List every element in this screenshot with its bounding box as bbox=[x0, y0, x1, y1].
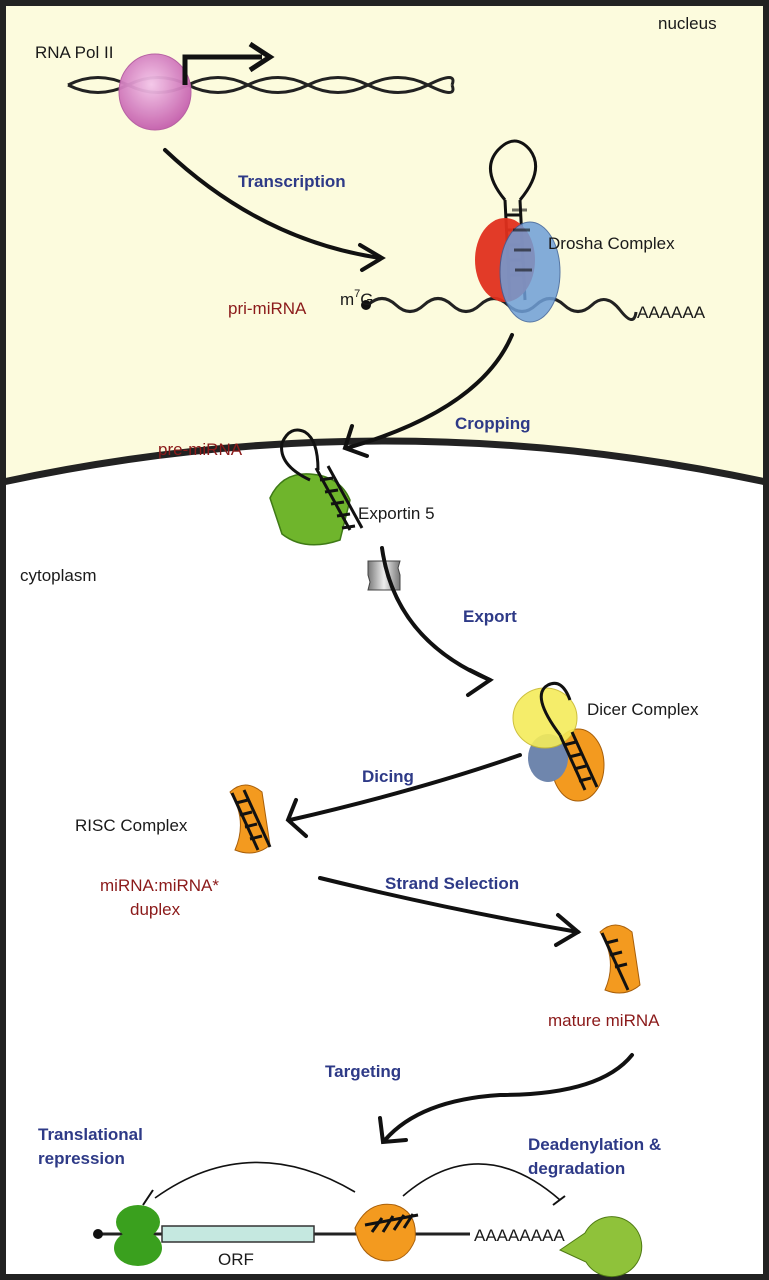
polya-tail-1: AAAAAA bbox=[637, 303, 706, 322]
dicer-label: Dicer Complex bbox=[587, 700, 699, 719]
cytoplasm-label: cytoplasm bbox=[20, 566, 97, 585]
cropping-arrow bbox=[342, 333, 514, 458]
repression-inhibition-arc bbox=[154, 1161, 356, 1199]
cap-dot-icon bbox=[361, 300, 371, 310]
step-export: Export bbox=[463, 607, 517, 626]
nuclear-envelope bbox=[2, 437, 767, 486]
transcription-arrow bbox=[163, 148, 386, 272]
rna-pol-ii-icon bbox=[118, 53, 192, 131]
step-deadenylation-line1: Deadenylation & bbox=[528, 1135, 661, 1154]
exonuclease-pacman-icon bbox=[558, 1216, 643, 1278]
transcription-start-arrow-icon bbox=[182, 54, 262, 85]
mature-mirna-label: mature miRNA bbox=[548, 1011, 660, 1030]
duplex-label-line1: miRNA:miRNA* bbox=[100, 876, 219, 895]
step-strand-selection: Strand Selection bbox=[385, 874, 519, 893]
ribosome-icon bbox=[114, 1205, 162, 1266]
orf-box bbox=[161, 1225, 315, 1243]
step-translational-line2: repression bbox=[38, 1149, 125, 1168]
pre-mirna-label: pre-miRNA bbox=[158, 440, 243, 459]
drosha-label: Drosha Complex bbox=[548, 234, 675, 253]
step-translational-line1: Translational bbox=[38, 1125, 143, 1144]
duplex-label-line2: duplex bbox=[130, 900, 181, 919]
export-arrow bbox=[380, 546, 494, 697]
risc-label: RISC Complex bbox=[75, 816, 188, 835]
polya-tail-2: AAAAAAAA bbox=[474, 1226, 565, 1245]
dicing-arrow bbox=[285, 753, 522, 838]
step-transcription: Transcription bbox=[238, 172, 346, 191]
nucleus-region bbox=[3, 3, 766, 482]
exportin-label: Exportin 5 bbox=[358, 504, 435, 523]
step-deadenylation-line2: degradation bbox=[528, 1159, 625, 1178]
step-cropping: Cropping bbox=[455, 414, 531, 433]
nucleus-label: nucleus bbox=[658, 14, 717, 33]
orf-label: ORF bbox=[218, 1250, 254, 1269]
degradation-arc bbox=[402, 1163, 561, 1201]
pri-mirna-label: pri-miRNA bbox=[228, 299, 307, 318]
m7g-label: m7G bbox=[340, 288, 374, 309]
rna-pol-label: RNA Pol II bbox=[35, 43, 113, 62]
step-dicing: Dicing bbox=[362, 767, 414, 786]
step-targeting: Targeting bbox=[325, 1062, 401, 1081]
targeting-arrow bbox=[378, 1053, 634, 1145]
drosha-blue-subunit-icon bbox=[499, 221, 561, 323]
strand-selection-arrow bbox=[318, 876, 582, 947]
